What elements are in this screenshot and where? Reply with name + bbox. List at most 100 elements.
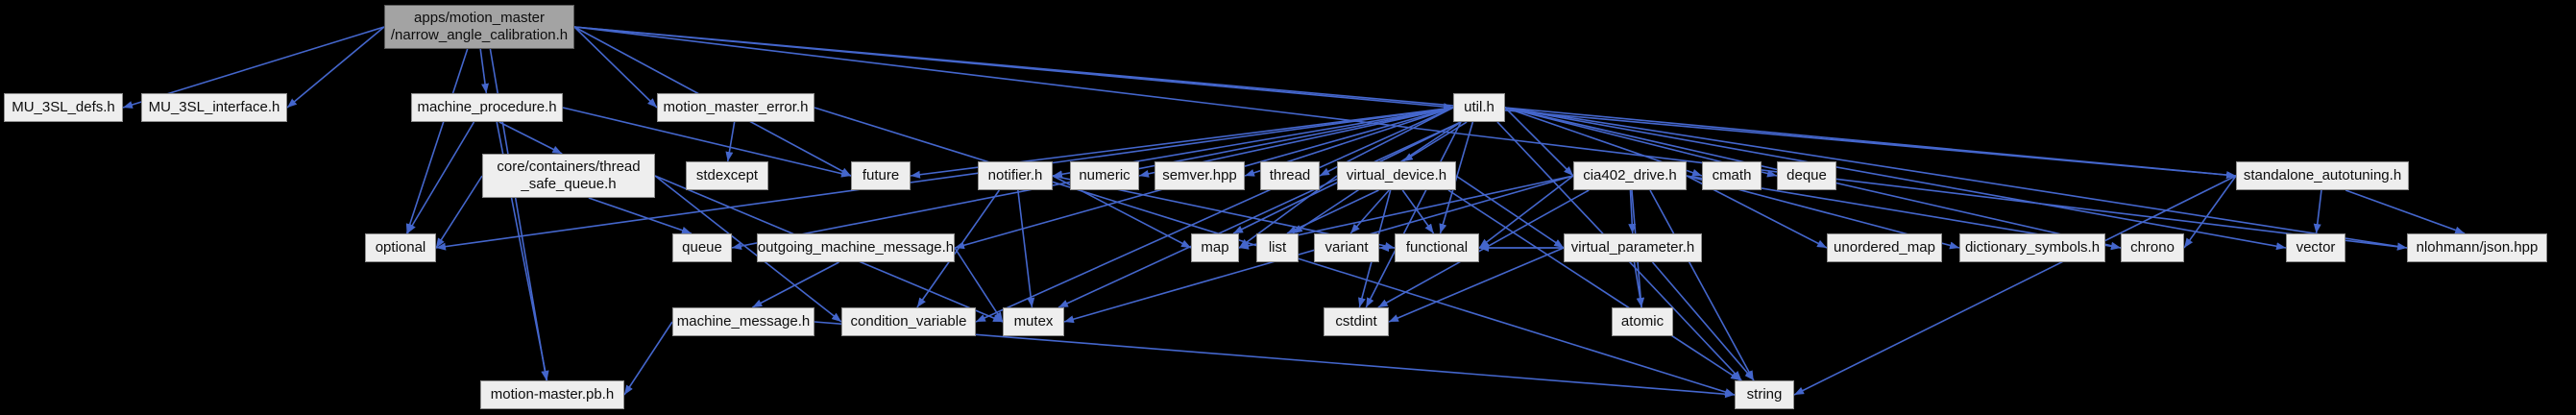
node-label: notifier.h — [987, 167, 1043, 183]
node-label: /narrow_angle_calibration.h — [390, 27, 569, 43]
node-numeric[interactable]: numeric — [1070, 161, 1139, 190]
edge-notifier-to-condition_variable — [916, 189, 1001, 308]
edge-virtual_parameter-to-string — [1651, 261, 1755, 381]
node-label: dictionary_symbols.h — [1964, 239, 2101, 256]
node-string[interactable]: string — [1735, 380, 1794, 409]
node-optional[interactable]: optional — [365, 233, 436, 262]
node-label: cmath — [1712, 167, 1752, 183]
edge-cia402-to-functional — [1478, 175, 1574, 249]
node-mutex[interactable]: mutex — [1003, 307, 1064, 336]
node-label: atomic — [1620, 313, 1665, 330]
node-label: MU_3SL_interface.h — [148, 99, 280, 115]
edge-root-to-machine_procedure — [479, 48, 489, 94]
edge-util-to-mutex — [1057, 121, 1462, 308]
node-label: thread — [1269, 167, 1311, 183]
edge-outgoing-to-machine_message — [751, 261, 839, 308]
node-tsq[interactable]: core/containers/thread_safe_queue.h — [482, 154, 655, 198]
node-cia402[interactable]: cia402_drive.h — [1573, 161, 1687, 190]
node-root[interactable]: apps/motion_master/narrow_angle_calibrat… — [384, 5, 574, 49]
node-label: variant — [1324, 239, 1369, 256]
node-label: outgoing_machine_message.h — [757, 239, 955, 256]
node-outgoing[interactable]: outgoing_machine_message.h — [757, 233, 955, 262]
node-util[interactable]: util.h — [1453, 93, 1505, 122]
node-map[interactable]: map — [1191, 233, 1239, 262]
edge-util-to-condition_variable — [975, 107, 1454, 323]
node-semver[interactable]: semver.hpp — [1154, 161, 1245, 190]
node-label: nlohmann/json.hpp — [2416, 239, 2539, 256]
node-virtual_parameter[interactable]: virtual_parameter.h — [1564, 233, 1702, 262]
edge-virtual_device-to-virtual_parameter — [1455, 175, 1565, 249]
node-label: unordered_map — [1834, 239, 1935, 256]
edge-tsq-to-queue — [588, 197, 693, 234]
node-unordered_map[interactable]: unordered_map — [1827, 233, 1942, 262]
edge-standalone-to-vector — [2313, 189, 2322, 234]
node-label: apps/motion_master — [414, 10, 545, 26]
node-variant[interactable]: variant — [1314, 233, 1379, 262]
node-label: vector — [2296, 239, 2336, 256]
node-notifier[interactable]: notifier.h — [978, 161, 1053, 190]
edge-machine_message-to-pb — [623, 321, 673, 396]
edge-util-to-cia402 — [1504, 107, 1574, 177]
node-label: optional — [375, 239, 426, 256]
node-label: virtual_parameter.h — [1570, 239, 1695, 256]
node-label: cia402_drive.h — [1583, 167, 1677, 183]
node-machine_procedure[interactable]: machine_procedure.h — [411, 93, 563, 122]
node-mu_iface[interactable]: MU_3SL_interface.h — [141, 93, 287, 122]
edge-virtual_device-to-functional — [1401, 189, 1435, 234]
node-deque[interactable]: deque — [1777, 161, 1836, 190]
edge-cia402-to-string — [1649, 189, 1755, 381]
node-cstdint[interactable]: cstdint — [1324, 307, 1389, 336]
edge-standalone-to-chrono — [2183, 175, 2237, 249]
edge-util-to-standalone — [1504, 107, 2237, 180]
edge-machine_procedure-to-tsq — [498, 121, 563, 155]
node-condition_variable[interactable]: condition_variable — [841, 307, 976, 336]
node-pb[interactable]: motion-master.pb.h — [480, 380, 624, 409]
edge-standalone-to-json — [2345, 189, 2466, 234]
edge-util-to-optional — [435, 107, 1454, 251]
node-atomic[interactable]: atomic — [1612, 307, 1673, 336]
node-dictionary_symbols[interactable]: dictionary_symbols.h — [1959, 233, 2105, 262]
node-label: virtual_device.h — [1346, 167, 1447, 183]
node-list[interactable]: list — [1256, 233, 1299, 262]
node-motion_master_error[interactable]: motion_master_error.h — [657, 93, 814, 122]
node-future[interactable]: future — [851, 161, 911, 190]
node-label: MU_3SL_defs.h — [12, 99, 115, 115]
node-stdexcept[interactable]: stdexcept — [686, 161, 768, 190]
node-label: _safe_queue.h — [521, 176, 617, 192]
edge-util-to-virtual_device — [1402, 121, 1468, 162]
node-label: cstdint — [1335, 313, 1377, 330]
node-cmath[interactable]: cmath — [1702, 161, 1762, 190]
node-label: util.h — [1464, 99, 1495, 115]
node-label: core/containers/thread — [497, 159, 641, 175]
node-virtual_device[interactable]: virtual_device.h — [1337, 161, 1456, 190]
node-chrono[interactable]: chrono — [2121, 233, 2184, 262]
node-label: semver.hpp — [1162, 167, 1237, 183]
node-label: stdexcept — [695, 167, 759, 183]
node-label: string — [1746, 386, 1783, 403]
edge-root-to-json — [573, 26, 2408, 251]
node-label: map — [1201, 239, 1229, 256]
node-label: motion-master.pb.h — [490, 386, 615, 403]
edge-util-to-json — [1504, 107, 2408, 251]
node-vector[interactable]: vector — [2286, 233, 2345, 262]
node-mu_defs[interactable]: MU_3SL_defs.h — [4, 93, 123, 122]
node-json[interactable]: nlohmann/json.hpp — [2407, 233, 2547, 262]
edge-virtual_device-to-list — [1286, 189, 1379, 234]
edge-outgoing-to-mutex — [954, 247, 1004, 323]
edge-motion_master_error-to-stdexcept — [725, 121, 736, 162]
node-machine_message[interactable]: machine_message.h — [672, 307, 814, 336]
node-label: deque — [1786, 167, 1827, 183]
node-label: machine_message.h — [676, 313, 811, 330]
edge-tsq-to-optional — [435, 175, 483, 249]
node-thread[interactable]: thread — [1260, 161, 1320, 190]
node-standalone[interactable]: standalone_autotuning.h — [2236, 161, 2409, 190]
node-functional[interactable]: functional — [1395, 233, 1479, 262]
node-queue[interactable]: queue — [672, 233, 732, 262]
node-label: functional — [1405, 239, 1469, 256]
edge-root-to-mu_iface — [286, 26, 385, 109]
node-label: mutex — [1013, 313, 1054, 330]
edge-virtual_device-to-map — [1238, 175, 1338, 249]
edge-root-to-optional — [405, 48, 469, 234]
